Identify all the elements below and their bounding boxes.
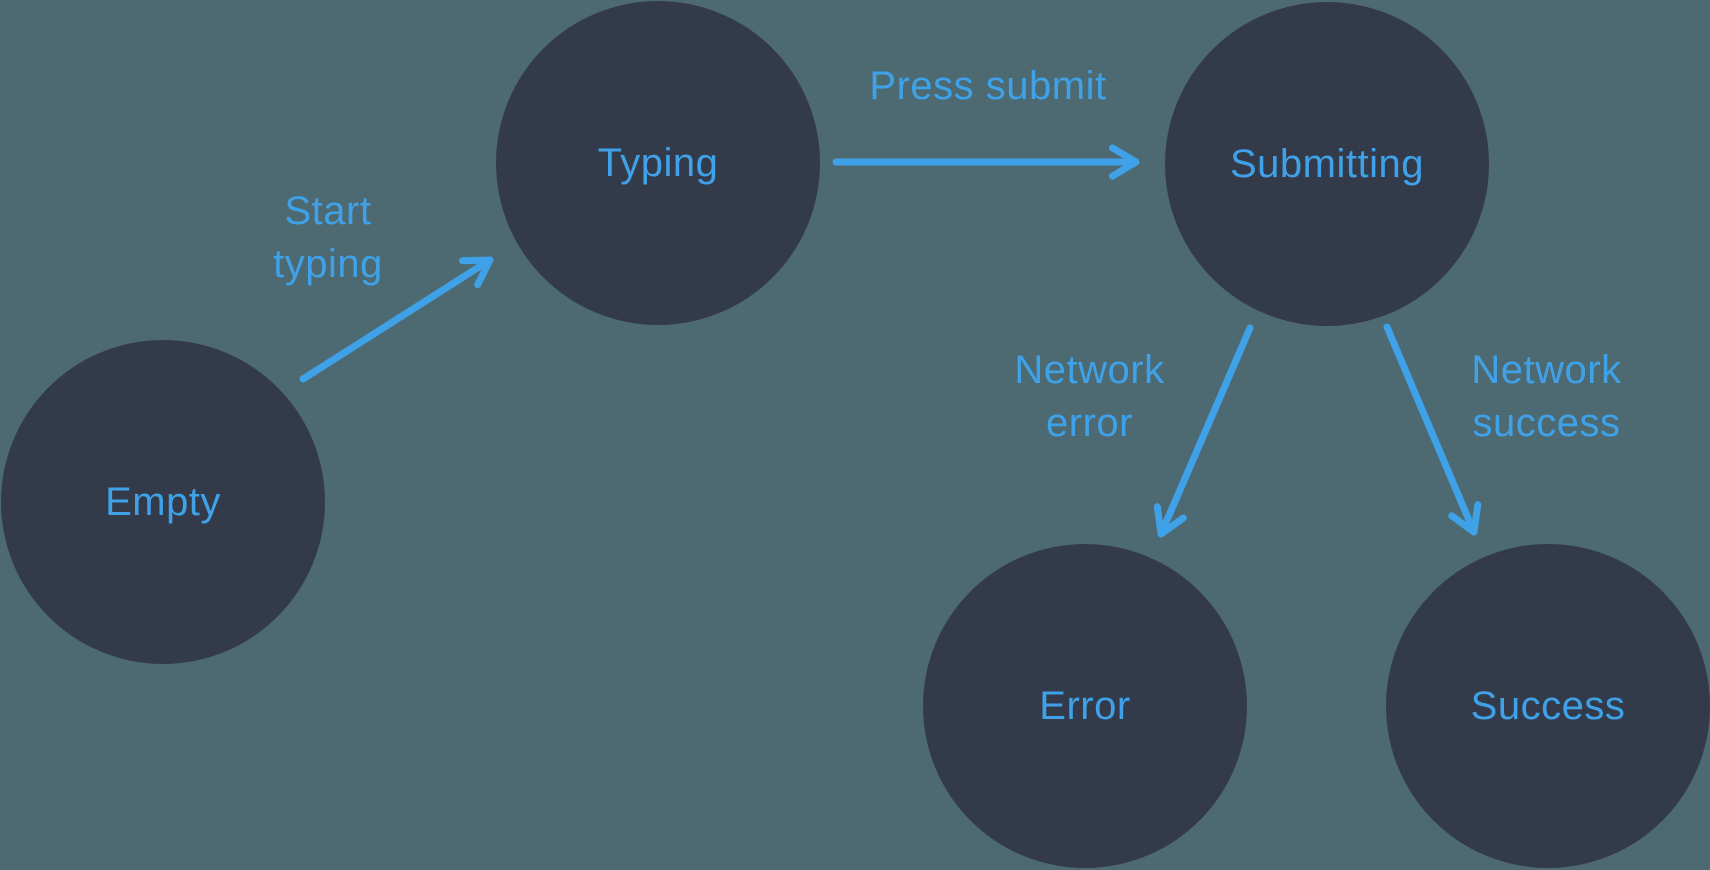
node-typing: Typing — [496, 1, 820, 325]
node-typing-label: Typing — [597, 140, 719, 185]
edge-label-start-typing: Start typing — [273, 189, 383, 286]
node-success: Success — [1386, 544, 1710, 868]
node-success-label: Success — [1470, 683, 1626, 728]
node-submitting-label: Submitting — [1230, 141, 1424, 186]
edge-label-press-submit: Press submit — [869, 64, 1107, 108]
edge-label-network-error: Network error — [1014, 348, 1165, 445]
node-error: Error — [923, 544, 1247, 868]
edge-label-network-success: Network success — [1471, 348, 1622, 445]
node-empty-label: Empty — [105, 479, 221, 524]
node-submitting: Submitting — [1165, 2, 1489, 326]
node-error-label: Error — [1039, 683, 1131, 728]
node-empty: Empty — [1, 340, 325, 664]
